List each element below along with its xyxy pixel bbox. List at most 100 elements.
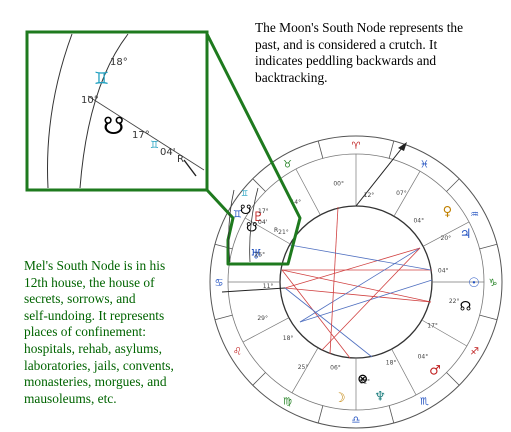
planet-icon: ♆ — [374, 389, 386, 404]
inset-degree-label: 17° — [132, 130, 150, 141]
text-line: indicates peddling backwards and — [255, 53, 437, 68]
degree-label: 22° — [449, 298, 460, 305]
sign-tick — [317, 405, 324, 424]
aspect-line — [289, 244, 432, 271]
text-line: self-undoing. It represents — [24, 307, 165, 323]
south-node-icon: ☋ — [240, 203, 252, 218]
callout-degree-label: 04' — [258, 219, 268, 226]
text-line: secrets, sorrows, and — [24, 291, 136, 307]
twelfth-house-description: Mel's South Node is in his 12th house, t… — [24, 258, 224, 407]
zodiac-sign-icon: ♉ — [283, 159, 292, 170]
degree-label: 07° — [396, 190, 407, 197]
south-node-description: The Moon's South Node represents the pas… — [255, 20, 505, 86]
gemini-icon: ♊ — [150, 140, 159, 151]
house-cusp — [291, 347, 319, 394]
text-line: past, and is considered a crutch. It — [255, 36, 438, 52]
sign-tick — [317, 140, 324, 159]
house-cusp — [422, 221, 470, 247]
aspect-line — [281, 269, 351, 359]
planet-icon: ⊗ — [357, 372, 368, 387]
zodiac-sign-icon: ♑ — [489, 278, 498, 289]
sign-tick — [252, 372, 266, 386]
house-cusp — [295, 168, 321, 216]
degree-label: 06° — [330, 365, 341, 372]
planet-icon: ☉ — [468, 276, 480, 291]
text-line: mausoleums, etc. — [24, 390, 117, 406]
degree-label: 20° — [441, 235, 452, 242]
ascendant-line — [221, 287, 286, 293]
sign-tick — [214, 243, 233, 250]
house-cusp — [393, 170, 421, 217]
aspect-line — [284, 247, 421, 289]
planet-icon: ☋ — [246, 221, 258, 236]
degree-label: 17° — [427, 322, 438, 329]
planet-icon: ♅ — [250, 247, 262, 262]
midheaven-arrow-head — [398, 142, 407, 151]
sign-tick — [388, 140, 395, 159]
degree-label: 12° — [364, 192, 375, 199]
degree-label: 25° — [255, 251, 266, 258]
gemini-icon: ♊ — [94, 69, 109, 89]
zoom-inset: 18° ♊ 10° ☋ 17° ♊ 04' R — [25, 30, 209, 192]
zodiac-sign-icon: ♒ — [470, 210, 479, 221]
retro-mark — [183, 159, 197, 177]
zodiac-sign-icon: ♋ — [215, 278, 224, 289]
planet-glyphs: ☉☊♀♂♃☽♆⊗♇♅☋ — [246, 205, 480, 406]
zodiac-sign-icon: ♐ — [470, 347, 479, 358]
sign-tick — [214, 314, 233, 321]
text-line: Mel's South Node is in his — [24, 258, 166, 273]
inset-ring-arc — [47, 33, 73, 189]
inset-degree-label: 04' — [160, 147, 175, 158]
planet-icon: ♇ — [252, 210, 264, 225]
planet-icon: ☊ — [460, 299, 472, 314]
planet-icon: ☽ — [334, 391, 346, 406]
aspect-line — [299, 279, 433, 323]
inset-cusp-line — [87, 95, 205, 171]
south-node-icon: ☋ — [103, 112, 124, 140]
aspect-line — [284, 287, 373, 358]
text-line: backtracking. — [255, 69, 328, 85]
text-line: hospitals, rehab, asylums, — [24, 340, 162, 356]
house-cusp — [391, 348, 417, 396]
zodiac-sign-icon: ♌ — [233, 347, 242, 358]
inner-ring — [279, 205, 433, 359]
callout-outline — [205, 33, 302, 266]
sign-tick — [388, 405, 395, 424]
callout-ring-arc — [249, 187, 259, 263]
degree-label: 25° — [298, 364, 309, 371]
text-line: laboratories, jails, convents, — [24, 357, 174, 373]
zodiac-sign-icon: ♊ — [233, 210, 242, 221]
zoom-callout: ☋ ♊ 17° 04' R — [205, 33, 302, 266]
callout-ring-arc — [228, 189, 235, 263]
house-cusp — [244, 217, 291, 245]
natal-wheel: ♈♓♒♑♐♏♎♍♌♋♊♉ ☉☊♀♂♃☽♆⊗♇♅☋ 00°12°07°04°20°… — [209, 135, 503, 429]
degree-label: 04° — [418, 353, 429, 360]
sign-tick — [479, 314, 498, 321]
degree-label: 18° — [283, 335, 294, 342]
house-cusp — [242, 317, 290, 343]
house-cusp-lines — [228, 154, 484, 410]
degree-labels: 00°12°07°04°20°04°22°17°04°18°01°06°25°1… — [255, 181, 460, 386]
degree-label: 00° — [333, 181, 344, 188]
degree-label: 29° — [257, 315, 268, 322]
aspect-lines — [281, 206, 433, 359]
retrograde-label: R — [177, 154, 184, 165]
degree-label: 14° — [290, 199, 301, 206]
zodiac-sign-glyphs: ♈♓♒♑♐♏♎♍♌♋♊♉ — [215, 141, 498, 426]
aspect-line — [281, 269, 432, 303]
sign-tick — [446, 178, 460, 192]
sign-tick — [446, 372, 460, 386]
text-line: places of confinement: — [24, 324, 146, 340]
sign-tick — [252, 178, 266, 192]
degree-label: 04° — [438, 268, 449, 275]
midheaven-arrow-line — [355, 147, 403, 207]
planet-icon: ♃ — [460, 227, 472, 242]
inset-degree-label: 10° — [81, 95, 99, 106]
degree-label: 11° — [263, 283, 274, 290]
text-line: The Moon's South Node represents the — [255, 20, 464, 35]
zodiac-sign-icon: ♍ — [283, 397, 292, 408]
aspect-line — [299, 247, 421, 323]
aspect-line — [329, 206, 339, 355]
